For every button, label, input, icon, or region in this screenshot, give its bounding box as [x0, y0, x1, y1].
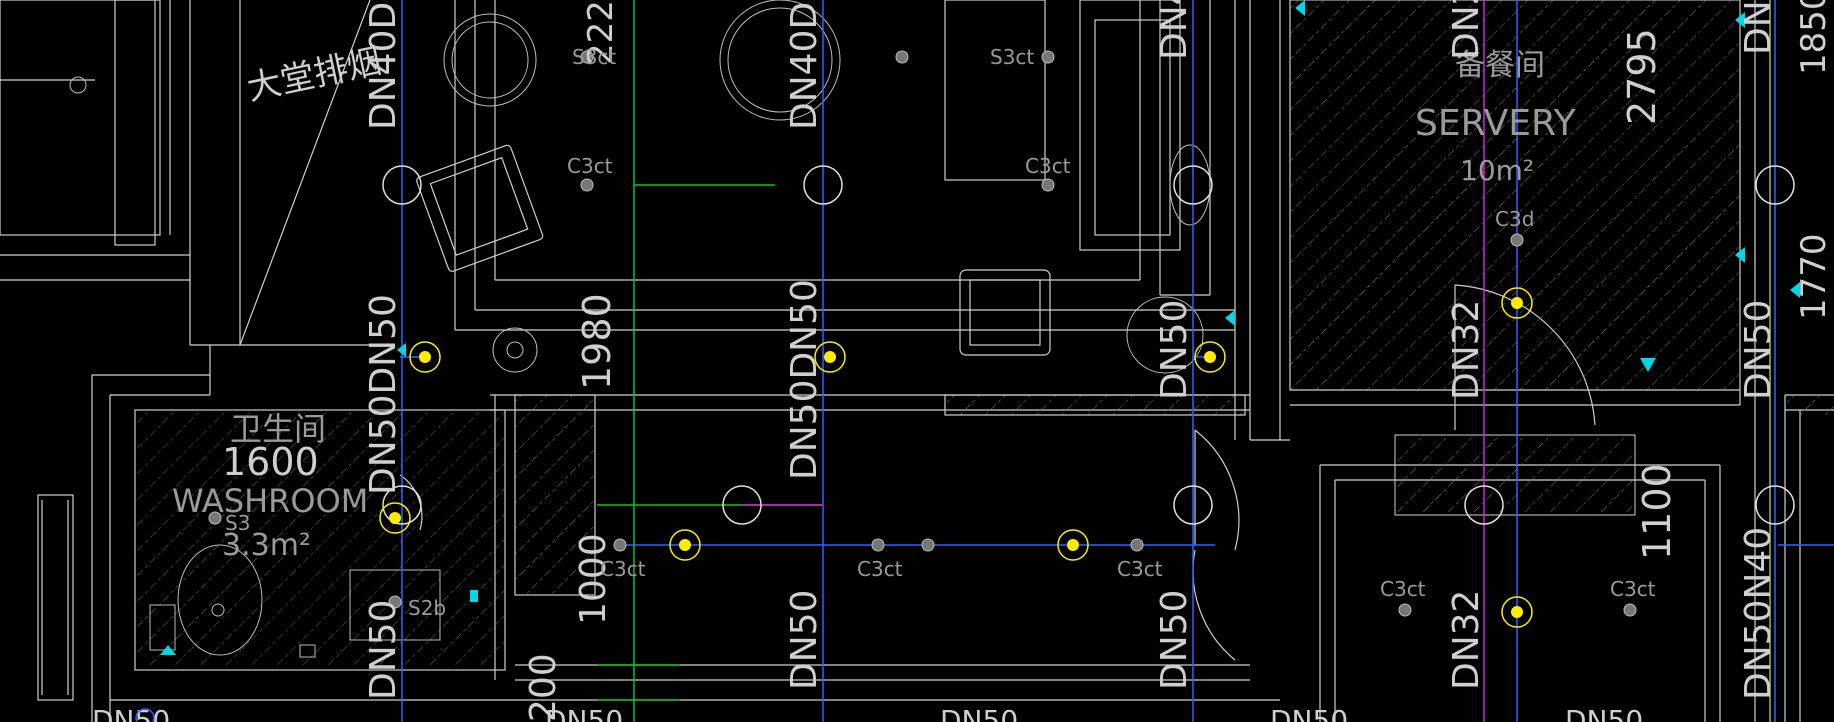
top-room-fixtures: [69, 0, 1211, 374]
cyan-symbols: [160, 0, 1800, 655]
pipe-label: DN50: [784, 590, 825, 690]
pipe-label: DN2: [1446, 0, 1487, 60]
sprinkler-tag: S3ct: [990, 45, 1034, 69]
sprinkler-head: [1194, 341, 1226, 373]
dim-1000: 1000: [573, 533, 614, 625]
sprinkler-head: [1057, 529, 1089, 561]
doorway-hatch: [1394, 434, 1636, 516]
dim-200: 200: [523, 653, 564, 722]
bottom-pipe-label: DN50: [545, 704, 623, 722]
room-area-washroom: 3.3m²: [222, 528, 311, 563]
sprinkler-tag: C3ct: [857, 557, 903, 581]
pipe-label: DN50N40: [1738, 527, 1779, 700]
room-label-servery-en: SERVERY: [1415, 103, 1577, 144]
pipe-label: DN50DN50: [363, 294, 404, 495]
room-label-washroom-en: WASHROOM: [172, 482, 368, 520]
sprinkler-head: [379, 502, 411, 534]
room-label-washroom-cn: 卫生间: [230, 410, 326, 448]
pipe-label: DN40: [1154, 0, 1195, 60]
pipe-label: DN50: [1154, 300, 1195, 400]
bottom-pipe-label: DN50: [940, 704, 1018, 722]
sprinkler-tag: C3ct: [1380, 577, 1426, 601]
dim-2795: 2795: [1620, 28, 1664, 125]
dim-1850: 1850: [1794, 0, 1834, 75]
pipe-label: DN32: [1446, 300, 1487, 400]
dim-1980: 1980: [575, 293, 619, 390]
sprinkler-tag: C3ct: [1025, 154, 1071, 178]
sprinkler-tag: S3ct: [572, 45, 616, 69]
grid-marker-icon: [135, 708, 155, 722]
light-fixtures: [208, 50, 1637, 617]
bottom-pipe-label: DN50: [92, 704, 170, 722]
magenta-pipes: [742, 0, 1485, 722]
sprinkler-tag: S3: [225, 511, 250, 535]
room-label-servery-cn: 备餐间: [1455, 48, 1545, 83]
sprinkler-tag: C3ct: [1117, 557, 1163, 581]
pipe-label: DN40DN40: [784, 0, 825, 130]
washroom-fixtures: [149, 544, 441, 658]
pipe-label: DN32: [1446, 590, 1487, 690]
pipe-risers: [382, 165, 1795, 525]
sprinkler-head: [1501, 287, 1533, 319]
sprinkler-heads: [379, 287, 1533, 628]
pipe-label: DN50: [1154, 590, 1195, 690]
sprinkler-head: [1501, 596, 1533, 628]
sprinkler-head: [409, 341, 441, 373]
servery-hatch: [1289, 0, 1741, 391]
sprinkler-tag: C3ct: [1610, 577, 1656, 601]
pipe-label: DN40: [1738, 0, 1779, 55]
bottom-pipe-label: DN50: [1270, 704, 1348, 722]
blue-pipes: [400, 0, 1834, 722]
sprinkler-tag: S2b: [408, 596, 446, 620]
dim-1600: 1600: [222, 440, 319, 484]
sprinkler-tag: C3ct: [567, 154, 613, 178]
sprinkler-head: [669, 529, 701, 561]
pipe-label: DN50: [363, 600, 404, 700]
sprinkler-head: [814, 341, 846, 373]
washroom-hatch: [135, 410, 505, 665]
right-edge-hatch: [1785, 395, 1834, 415]
bottom-pipe-label: DN50: [1565, 704, 1643, 722]
room-area-servery: 10m²: [1460, 154, 1534, 187]
pipe-label: DN50: [1738, 300, 1779, 400]
sprinkler-tag: C3ct: [600, 557, 646, 581]
pipe-label: DN50DN50: [784, 279, 825, 480]
dim-1770: 1770: [1794, 233, 1834, 320]
dim-2224: 2224: [581, 0, 621, 65]
dim-1100: 1100: [1635, 463, 1679, 560]
pipe-label: DN40DN40: [363, 0, 404, 130]
sprinkler-tag: C3d: [1495, 207, 1534, 231]
